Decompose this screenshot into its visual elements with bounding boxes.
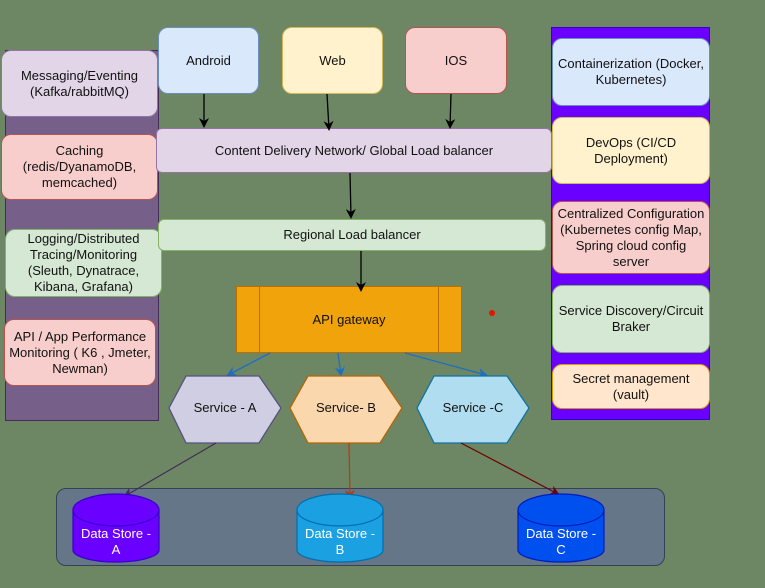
logging-box[interactable]: Logging/Distributed Tracing/Monitoring (… [5,229,162,297]
secret-management-label: Secret management (vault) [572,370,690,402]
devops-label: DevOps (CI/CD Deployment) [585,134,677,166]
gateway-left-divider [259,287,260,352]
red-dot-marker [489,310,495,316]
centralized-config-label: Centralized Configuration (Kubernetes co… [557,205,705,269]
service-a[interactable]: Service - A [169,398,281,418]
service-b[interactable]: Service- B [290,398,402,418]
messaging-box[interactable]: Messaging/Eventing (Kafka/rabbitMQ) [1,50,158,117]
api-gateway-label: API gateway [312,312,386,327]
arrow-gateway-service-b [334,352,345,377]
caching-box[interactable]: Caching (redis/DyanamoDB, memcached) [1,134,158,200]
containerization-label: Containerization (Docker, Kubernetes) [558,56,704,87]
client-ios[interactable]: IOS [405,27,507,94]
cdn-global-load-balancer[interactable]: Content Delivery Network/ Global Load ba… [156,128,552,173]
data-store-b[interactable]: Data Store - B [297,525,383,559]
containerization-box[interactable]: Containerization (Docker, Kubernetes) [552,38,710,106]
client-web-label: Web [319,52,346,68]
devops-box[interactable]: DevOps (CI/CD Deployment) [552,117,710,184]
service-discovery-box[interactable]: Service Discovery/Circuit Braker [552,285,710,353]
logging-label: Logging/Distributed Tracing/Monitoring (… [27,231,140,294]
performance-monitoring-box[interactable]: API / App Performance Monitoring ( K6 , … [4,319,156,386]
performance-monitoring-label: API / App Performance Monitoring ( K6 , … [9,328,151,376]
data-store-a[interactable]: Data Store - A [73,525,159,559]
data-store-c-label: Data Store - C [525,526,597,557]
client-ios-label: IOS [444,52,468,68]
arrow-cdn-regional [345,172,356,219]
client-android[interactable]: Android [158,27,259,94]
service-b-label: Service- B [316,400,376,415]
regional-load-balancer[interactable]: Regional Load balancer [158,219,546,251]
data-store-c[interactable]: Data Store - C [518,525,604,559]
arrow-ios-cdn [445,93,456,129]
service-c-label: Service -C [442,400,504,415]
centralized-config-box[interactable]: Centralized Configuration (Kubernetes co… [552,201,710,274]
arrow-service-c-store-c [460,442,560,495]
service-c[interactable]: Service -C [417,398,529,418]
data-store-b-label: Data Store - B [304,526,376,557]
arrow-web-cdn [323,93,334,131]
arrow-gateway-service-c [404,352,488,378]
cdn-label: Content Delivery Network/ Global Load ba… [214,142,494,158]
regional-lb-label: Regional Load balancer [283,227,421,242]
data-store-a-label: Data Store - A [80,526,152,557]
service-a-label: Service - A [193,400,257,415]
messaging-label: Messaging/Eventing (Kafka/rabbitMQ) [20,67,139,99]
service-discovery-label: Service Discovery/Circuit Braker [558,303,704,334]
api-gateway[interactable]: API gateway [236,286,462,353]
secret-management-box[interactable]: Secret management (vault) [552,364,710,409]
arrow-gateway-service-a [226,352,271,376]
gateway-right-divider [438,287,439,352]
caching-label: Caching (redis/DyanamoDB, memcached) [22,143,137,190]
client-web[interactable]: Web [282,27,383,94]
client-android-label: Android [186,52,231,68]
